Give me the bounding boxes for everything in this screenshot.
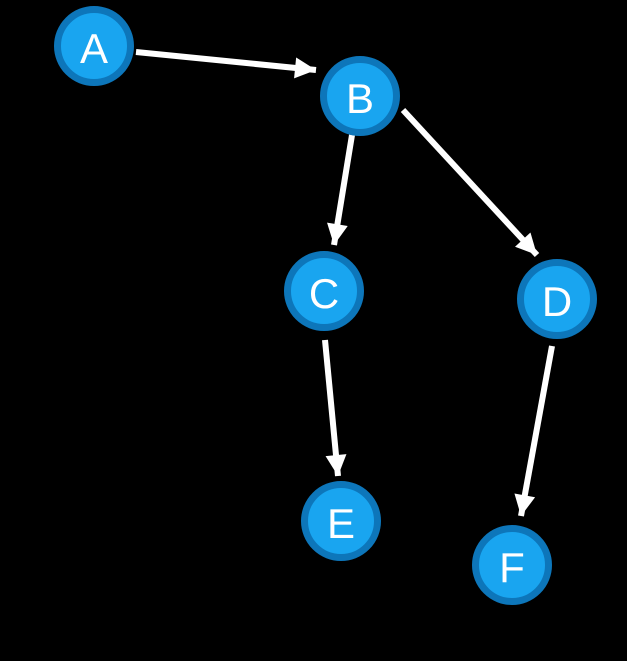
node-C-circle[interactable] bbox=[284, 251, 364, 331]
node-D[interactable]: D bbox=[517, 259, 597, 339]
edge-C-E-arrow bbox=[322, 339, 347, 477]
node-B[interactable]: B bbox=[320, 56, 400, 136]
node-F-circle[interactable] bbox=[472, 525, 552, 605]
node-E-circle[interactable] bbox=[301, 481, 381, 561]
node-A[interactable]: A bbox=[54, 6, 134, 86]
edge-D-F-arrow bbox=[514, 345, 555, 517]
edge-A-B-arrow bbox=[135, 49, 317, 79]
edge-B-D-arrow bbox=[400, 107, 540, 258]
node-F[interactable]: F bbox=[472, 525, 552, 605]
node-E[interactable]: E bbox=[301, 481, 381, 561]
node-A-circle[interactable] bbox=[54, 6, 134, 86]
edge-B-C-arrow bbox=[327, 134, 355, 246]
node-B-circle[interactable] bbox=[320, 56, 400, 136]
node-C[interactable]: C bbox=[284, 251, 364, 331]
node-D-circle[interactable] bbox=[517, 259, 597, 339]
